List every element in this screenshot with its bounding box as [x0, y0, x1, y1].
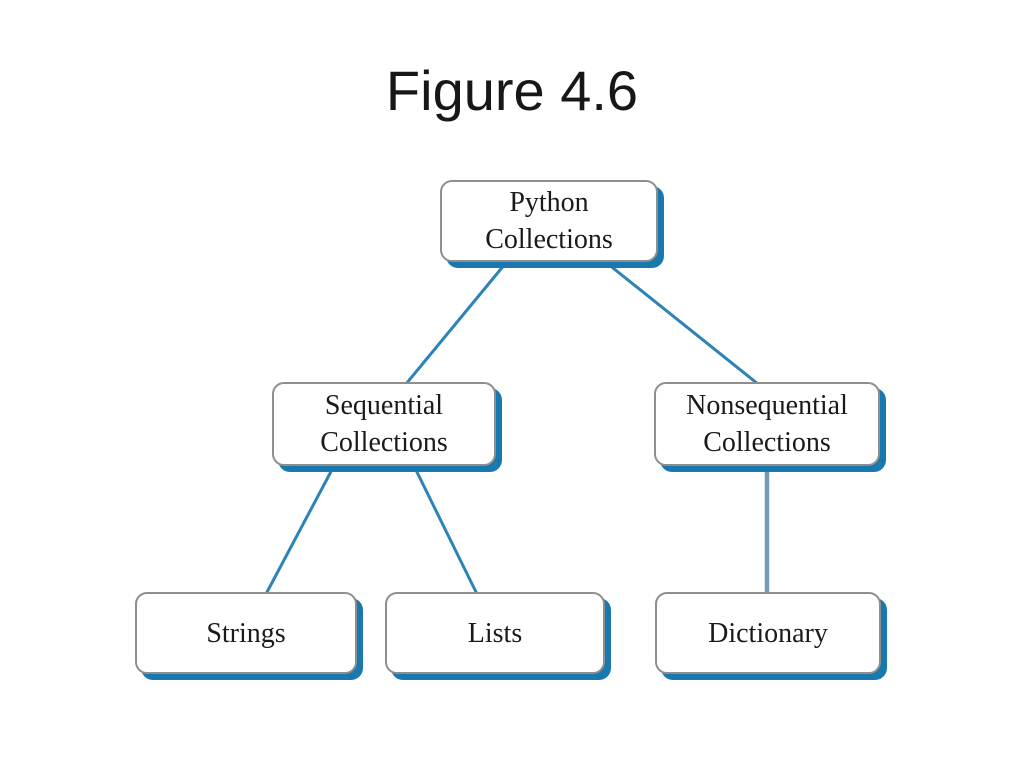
node-lists: Lists: [385, 592, 605, 674]
edge-sequential-to-lists: [411, 463, 479, 595]
edge-python-to-sequential: [404, 263, 507, 385]
node-strings: Strings: [135, 592, 357, 674]
node-label: Lists: [467, 617, 523, 649]
node-label: Sequential: [324, 390, 444, 421]
figure-title: Figure 4.6: [385, 59, 639, 122]
node-label: Strings: [206, 617, 286, 649]
node-label: Nonsequential: [686, 390, 848, 421]
node-label: Collections: [703, 427, 831, 458]
node-label: Collections: [320, 427, 448, 458]
node-nonsequential-collections: Nonsequential Collections: [654, 382, 880, 466]
node-python-collections: Python Collections: [440, 180, 658, 262]
edge-sequential-to-strings: [264, 463, 337, 595]
node-label: Dictionary: [708, 617, 828, 649]
node-sequential-collections: Sequential Collections: [272, 382, 496, 466]
node-label: Collections: [485, 224, 613, 255]
node-dictionary: Dictionary: [655, 592, 881, 674]
node-label: Python: [509, 187, 589, 218]
edge-python-to-nonsequential: [607, 262, 759, 386]
